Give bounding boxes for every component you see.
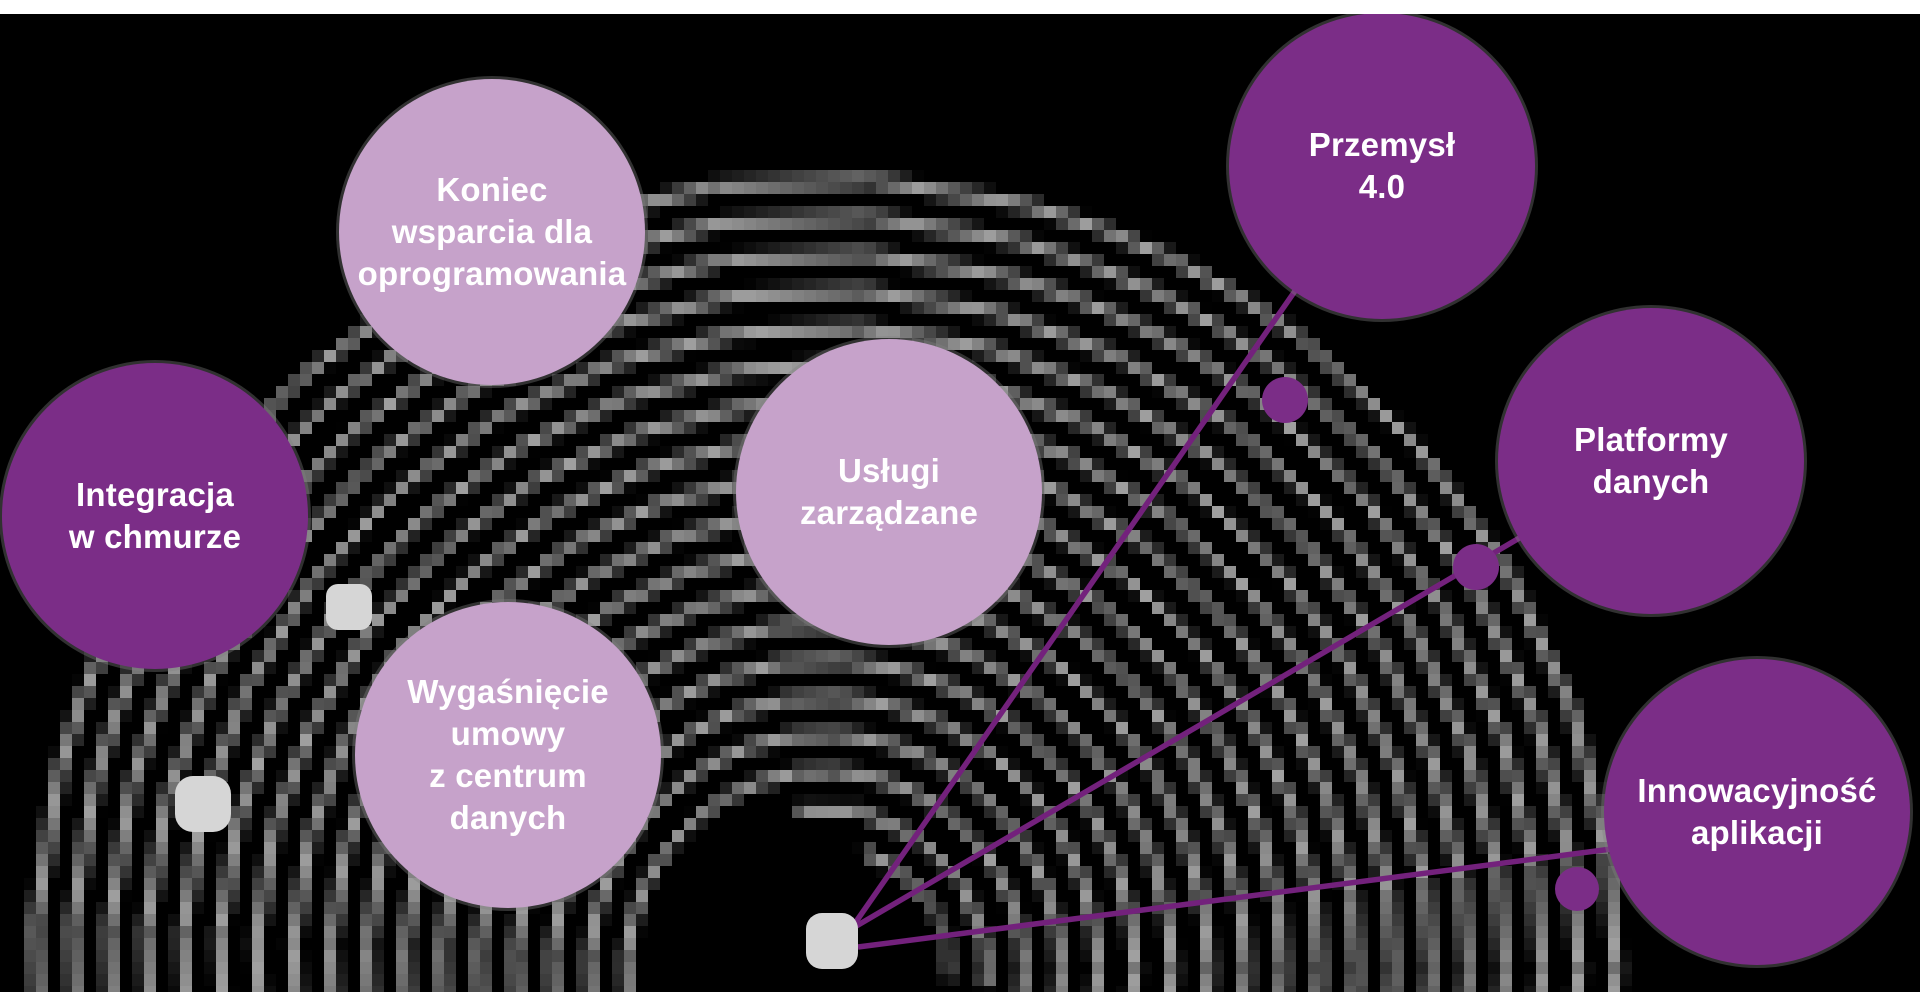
bubble-innowacyjnosc-aplikacji: Innowacyjność aplikacji xyxy=(1604,659,1910,965)
gray-square-marker-1 xyxy=(326,584,372,630)
connector-svg xyxy=(850,164,1653,950)
connector-line-przemysl xyxy=(850,164,1385,928)
bubble-label: Platformy danych xyxy=(1573,421,1728,500)
bubble-label: Przemysł 4.0 xyxy=(1308,126,1456,205)
bubble-platformy-danych: Platformy danych xyxy=(1498,308,1804,614)
bubble-integracja-w-chmurze: Integracja w chmurze xyxy=(2,363,308,669)
connector-line-innowacyjnosc xyxy=(857,842,1643,950)
bubble-wygasniecie-umowy: Wygaśnięcie umowy z centrum danych xyxy=(355,602,661,908)
bubble-label: Usługi zarządzane xyxy=(799,452,979,531)
bubble-label: Innowacyjność aplikacji xyxy=(1637,772,1877,851)
connector-dot-3 xyxy=(1555,867,1599,911)
gray-square-marker-2 xyxy=(175,776,231,832)
bubble-label: Integracja w chmurze xyxy=(68,476,242,555)
connector-dot-1 xyxy=(1262,377,1308,423)
bubble-uslugi-zarzadzane: Usługi zarządzane xyxy=(736,339,1042,645)
bubble-przemysl-4-0: Przemysł 4.0 xyxy=(1229,14,1535,319)
center-hub-node xyxy=(806,913,858,969)
bubble-label: Koniec wsparcia dla oprogramowania xyxy=(357,171,627,292)
connector-dot-2 xyxy=(1453,544,1499,590)
bubble-label: Wygaśnięcie umowy z centrum danych xyxy=(407,673,609,836)
diagram-canvas: Koniec wsparcia dla oprogramowania Integ… xyxy=(0,14,1920,992)
connector-line-platformy xyxy=(851,458,1653,931)
bubble-koniec-wsparcia: Koniec wsparcia dla oprogramowania xyxy=(339,79,645,385)
